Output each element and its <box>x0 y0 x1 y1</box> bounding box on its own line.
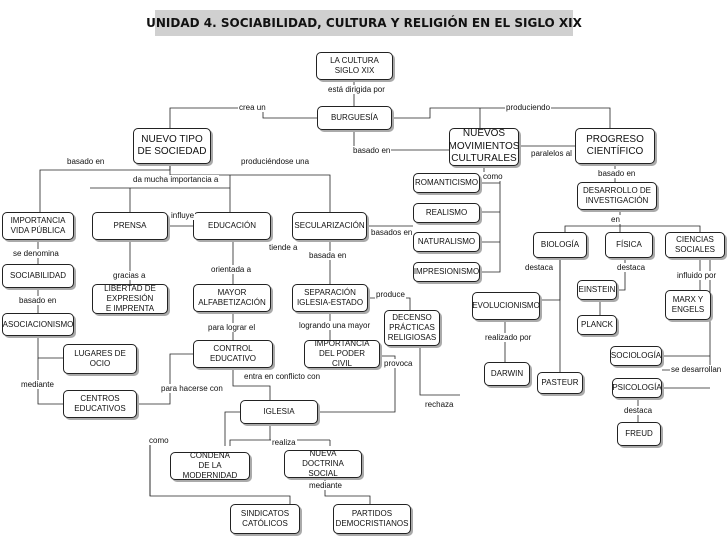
label-para-hacerse: para hacerse con <box>160 384 224 393</box>
node-planck: PLANCK <box>577 315 617 335</box>
node-einstein: EINSTEIN <box>577 280 617 300</box>
label-destaca-1: destaca <box>524 263 555 272</box>
node-nuevo-tipo: NUEVO TIPO DE SOCIEDAD <box>133 128 211 164</box>
node-lugares-ocio: LUGARES DE OCIO <box>63 344 137 374</box>
label-mediante-1: mediante <box>20 380 55 389</box>
label-realiza: realiza <box>271 438 297 447</box>
node-mayor-alfabetizacion: MAYOR ALFABETIZACIÓN <box>193 284 271 312</box>
node-decenso: DECENSO PRÁCTICAS RELIGIOSAS <box>384 310 440 346</box>
node-ciencias-sociales: CIENCIAS SOCIALES <box>665 232 725 258</box>
node-darwin: DARWIN <box>484 362 530 386</box>
node-libertad-expresion: LIBERTAD DE EXPRESIÓN E IMPRENTA <box>92 284 168 314</box>
label-produciendo: produciendo <box>505 103 552 112</box>
label-se-desarrollan: se desarrollan <box>670 365 723 374</box>
node-nuevos-movimientos: NUEVOS MOVIMIENTOS CULTURALES <box>448 128 520 166</box>
node-cultura: LA CULTURA SIGLO XIX <box>316 52 393 80</box>
node-importancia-poder-civil: IMPORTANCIA DEL PODER CIVIL <box>304 339 380 368</box>
node-realismo: REALISMO <box>413 203 480 223</box>
label-esta-dirigida: está dirigida por <box>327 85 386 94</box>
node-fisica: FÍSICA <box>605 232 653 258</box>
node-sociabilidad: SOCIABILIDAD <box>2 264 74 288</box>
node-progreso: PROGRESO CIENTÍFICO <box>575 128 655 164</box>
label-influido-por: influido por <box>676 271 718 280</box>
label-orientada-a: orientada a <box>210 265 253 274</box>
page-title: UNIDAD 4. SOCIABILIDAD, CULTURA Y RELIGI… <box>146 10 582 36</box>
node-marx-engels: MARX Y ENGELS <box>665 290 711 320</box>
node-partidos: PARTIDOS DEMOCRISTIANOS <box>333 504 411 534</box>
node-romanticismo: ROMANTICISMO <box>413 173 480 193</box>
node-prensa: PRENSA <box>92 212 168 240</box>
label-para-lograr: para lograr el <box>207 323 257 332</box>
label-basado-en-1: basado en <box>66 157 106 166</box>
label-realizado-por: realizado por <box>484 333 533 342</box>
label-crea-un: crea un <box>238 103 267 112</box>
node-freud: FREUD <box>617 422 661 446</box>
label-rechaza: rechaza <box>424 400 455 409</box>
node-burguesia: BURGUESÍA <box>317 106 392 130</box>
label-entra-conflicto: entra en conflicto con <box>243 372 322 381</box>
label-paralelos: paralelos al <box>530 149 573 158</box>
label-influye: influye <box>170 211 196 220</box>
node-importancia-vida-publica: IMPORTANCIA VIDA PÚBLICA <box>2 212 74 240</box>
label-da-mucha: da mucha importancia a <box>132 175 220 184</box>
node-naturalismo: NATURALISMO <box>413 232 480 252</box>
node-impresionismo: IMPRESIONISMO <box>413 262 480 282</box>
node-nueva-doctrina: NUEVA DOCTRINA SOCIAL <box>284 449 362 478</box>
label-mediante-2: mediante <box>308 481 343 490</box>
label-destaca-3: destaca <box>623 406 654 415</box>
node-separacion: SEPARACIÓN IGLESIA-ESTADO <box>292 284 368 312</box>
node-asociacionismo: ASOCIACIONISMO <box>2 313 74 336</box>
node-educacion: EDUCACIÓN <box>193 212 271 240</box>
node-pasteur: PASTEUR <box>537 372 583 394</box>
node-sociologia: SOCIOLOGÍA <box>610 346 662 366</box>
node-biologia: BIOLOGÍA <box>533 232 587 258</box>
node-sindicatos: SINDICATOS CATÓLICOS <box>230 504 300 534</box>
node-condena-modernidad: CONDENA DE LA MODERNIDAD <box>170 451 250 480</box>
node-secularizacion: SECULARIZACIÓN <box>292 212 367 240</box>
node-iglesia: IGLESIA <box>240 400 318 424</box>
label-basado-en-2: basado en <box>352 146 392 155</box>
label-provoca: provoca <box>383 359 414 368</box>
label-tiende-a: tiende a <box>268 243 299 252</box>
label-como-1: como <box>482 172 504 181</box>
label-produciendose: produciéndose una <box>240 157 311 166</box>
label-como-2: como <box>148 436 170 445</box>
node-control-educativo: CONTROL EDUCATIVO <box>193 340 273 368</box>
node-centros-educativos: CENTROS EDUCATIVOS <box>63 390 137 418</box>
label-basado-en-4: basado en <box>18 296 58 305</box>
label-gracias-a: gracias a <box>112 271 147 280</box>
label-produce: produce <box>375 290 406 299</box>
node-psicologia: PSICOLOGÍA <box>612 378 662 398</box>
label-basados-en: basados en <box>370 228 414 237</box>
node-evolucionismo: EVOLUCIONISMO <box>472 292 540 320</box>
label-basada-en: basada en <box>308 251 348 260</box>
label-basado-en-3: basado en <box>597 169 637 178</box>
label-se-denomina: se denomina <box>12 249 60 258</box>
label-en: en <box>610 215 621 224</box>
node-desarrollo-investigacion: DESARROLLO DE INVESTIGACIÓN <box>577 182 657 210</box>
label-logrando: logrando una mayor <box>298 321 372 330</box>
label-destaca-2: destaca <box>616 263 647 272</box>
